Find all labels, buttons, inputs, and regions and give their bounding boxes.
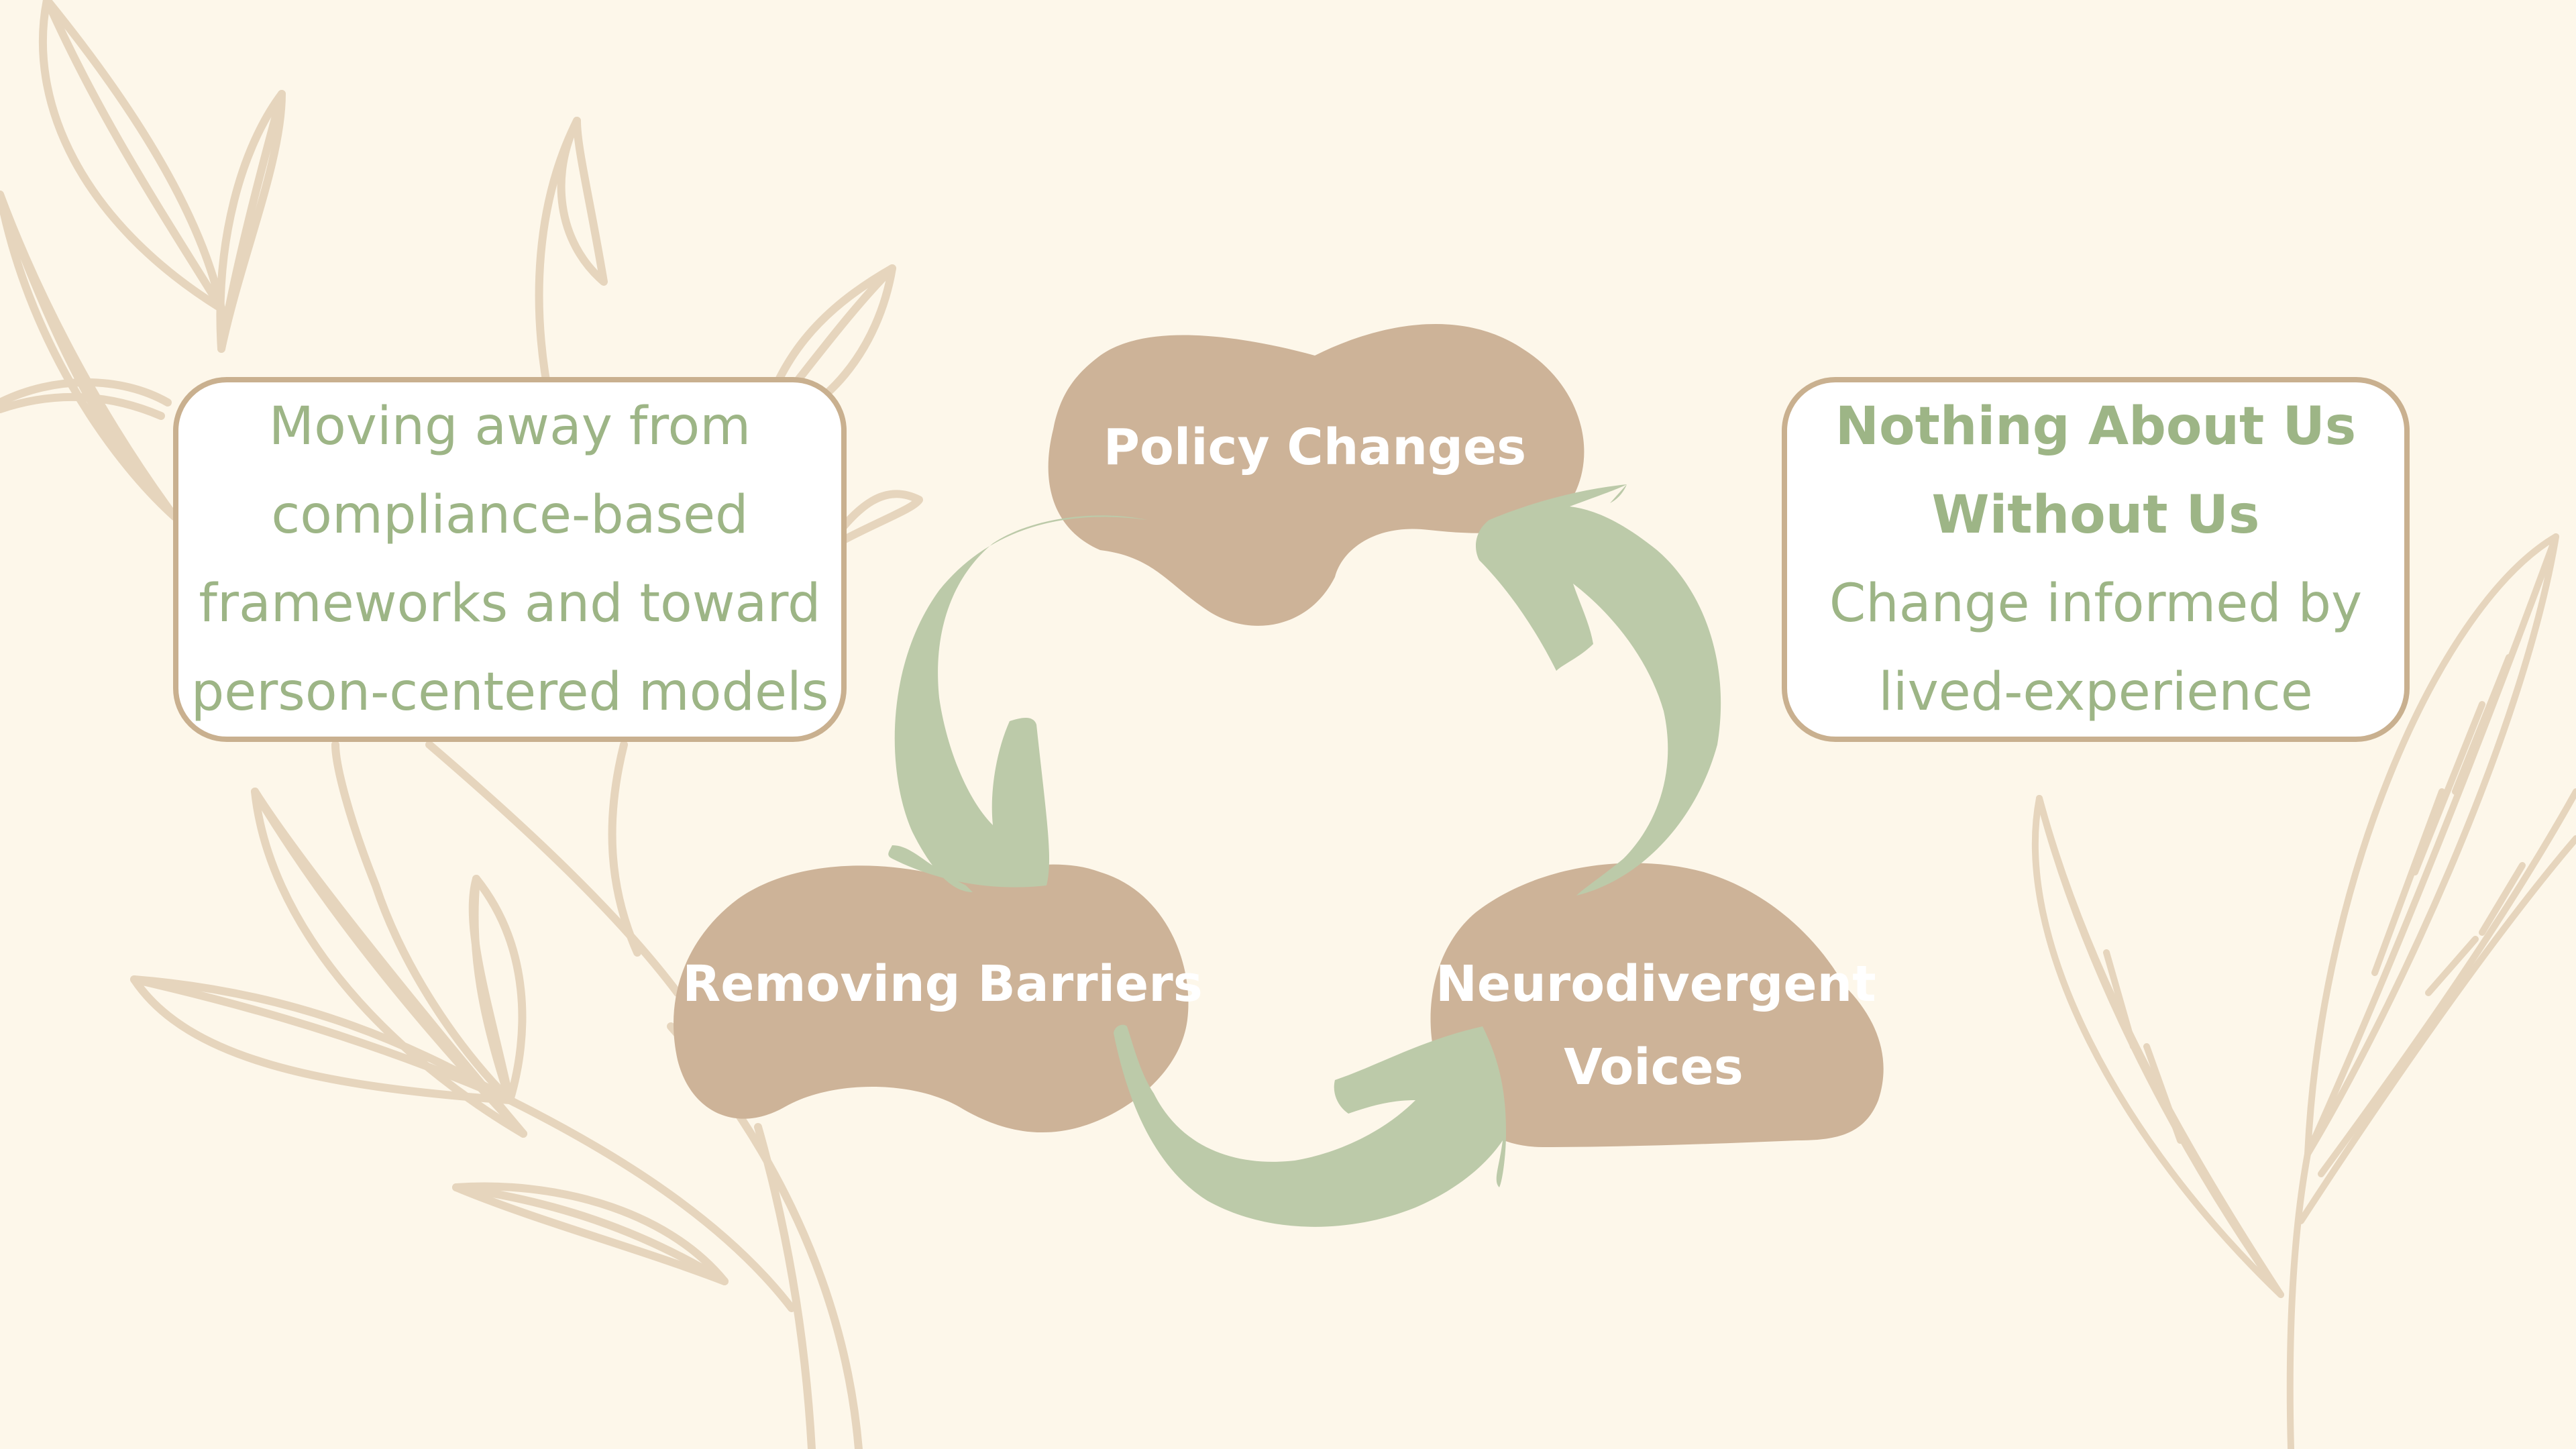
right-plant-illustration	[2031, 533, 2576, 1449]
cycle-arrows	[888, 484, 1721, 1227]
right-card-title-line: Nothing About Us	[1835, 396, 2357, 457]
removing-barriers-label: Removing Barriers	[682, 955, 1203, 1013]
policy-changes-label: Policy Changes	[1103, 419, 1527, 476]
left-card-line: person-centered models	[191, 662, 829, 722]
left-card-line: compliance-based	[271, 485, 749, 545]
right-card-title-line: Without Us	[1931, 485, 2260, 545]
left-note-card: Moving away from compliance-based framew…	[173, 377, 847, 742]
right-card-body-line: Change informed by	[1829, 574, 2363, 634]
left-plant-illustration	[0, 0, 923, 1449]
policy-changes-blob	[1048, 323, 1585, 626]
right-note-card: Nothing About Us Without Us Change infor…	[1782, 377, 2410, 742]
neurodivergent-label-line: Neurodivergent	[1436, 955, 1876, 1013]
right-card-body-line: lived-experience	[1878, 662, 2313, 722]
arrow-neuro-to-policy	[1476, 484, 1721, 896]
removing-barriers-blob	[674, 864, 1189, 1133]
neurodivergent-label-line: Voices	[1564, 1038, 1743, 1096]
neurodivergent-voices-label: Neurodivergent Voices	[1436, 943, 1876, 1109]
arrow-removing-to-neuro	[1114, 1024, 1506, 1227]
arrow-policy-to-removing	[888, 515, 1147, 892]
left-card-line: Moving away from	[268, 396, 751, 457]
neurodivergent-voices-blob	[1430, 863, 1884, 1147]
cycle-nodes	[674, 323, 1884, 1147]
left-card-line: frameworks and toward	[199, 574, 821, 634]
